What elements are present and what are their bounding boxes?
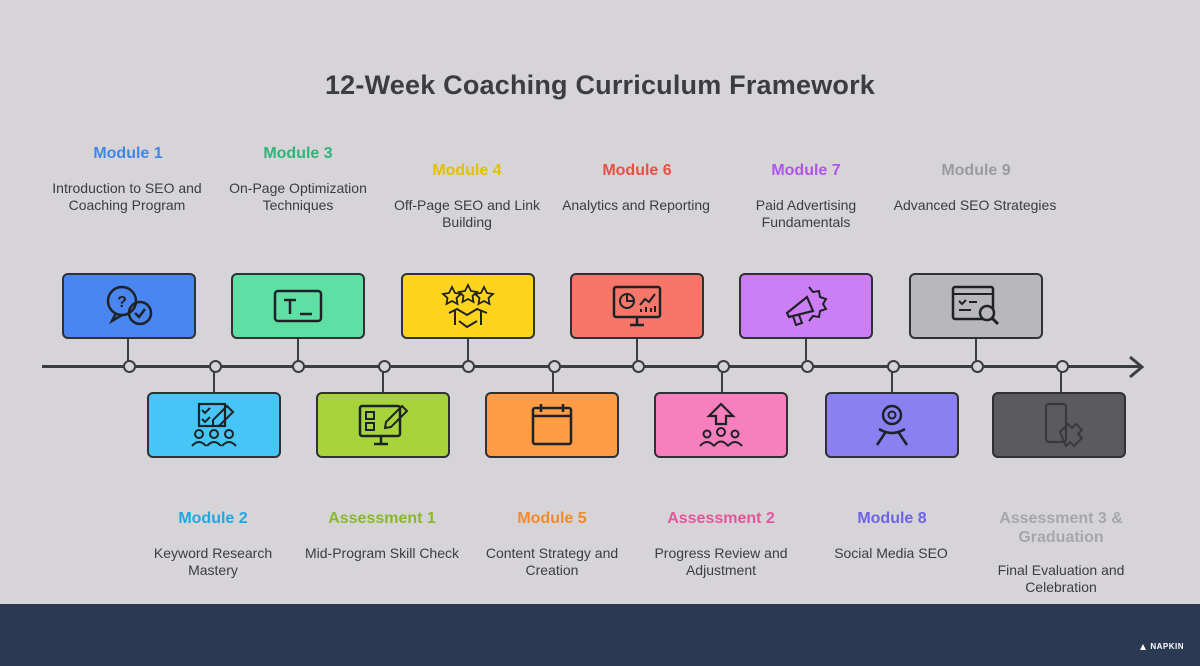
module-1-dot [123, 360, 136, 373]
module-1-stem [127, 339, 129, 362]
module-5-box[interactable] [485, 392, 619, 458]
growth-team-icon [699, 402, 743, 447]
module-4-dot [462, 360, 475, 373]
assessment-3-desc: Final Evaluation and Celebration [997, 562, 1125, 595]
module-9-title: Module 9 [941, 162, 1011, 179]
module-8-stem [891, 371, 893, 392]
brand-mark-icon [1140, 643, 1147, 650]
puzzle-device-icon [1044, 402, 1084, 448]
module-5-dot [548, 360, 561, 373]
module-3-stem [297, 339, 299, 362]
footer-bar [0, 604, 1200, 666]
team-checklist-icon [191, 402, 237, 447]
svg-text:?: ? [117, 294, 127, 311]
module-7-desc: Paid Advertising Fundamentals [755, 197, 857, 230]
module-3-desc: On-Page Optimization Techniques [229, 180, 367, 213]
megaphone-icon [785, 286, 828, 327]
assessment-3-box[interactable] [992, 392, 1126, 458]
calendar-icon [531, 404, 573, 446]
social-person-icon [875, 404, 909, 446]
module-8-dot [887, 360, 900, 373]
module-4-stem [467, 339, 469, 362]
assessment-2-title: Assessment 2 [667, 510, 775, 527]
module-6-stem [636, 339, 638, 362]
module-1-box[interactable]: ? [62, 273, 196, 339]
stars-handshake-icon [441, 283, 495, 329]
assessment-3-dot [1056, 360, 1069, 373]
assessment-1-dot [378, 360, 391, 373]
module-3-box[interactable] [231, 273, 365, 339]
module-3-title: Module 3 [263, 145, 333, 162]
module-5-stem [552, 371, 554, 392]
module-2-dot [209, 360, 222, 373]
module-4-box[interactable] [401, 273, 535, 339]
module-9-dot [971, 360, 984, 373]
module-4-title: Module 4 [432, 162, 502, 179]
web-search-icon [951, 285, 1000, 326]
brand-logo-text: NAPKIN [1150, 642, 1184, 651]
module-6-title: Module 6 [602, 162, 672, 179]
assessment-2-stem [721, 371, 723, 392]
module-6-dot [632, 360, 645, 373]
assessment-1-box[interactable] [316, 392, 450, 458]
module-5-title: Module 5 [517, 510, 587, 527]
assessment-1-stem [382, 371, 384, 392]
module-4-desc: Off-Page SEO and Link Building [393, 197, 541, 230]
brand-logo: NAPKIN [1139, 642, 1184, 651]
module-2-box[interactable] [147, 392, 281, 458]
module-7-box[interactable] [739, 273, 873, 339]
module-6-desc: Analytics and Reporting [562, 197, 710, 213]
timeline-axis [42, 365, 1140, 368]
module-8-desc: Social Media SEO [834, 545, 948, 561]
module-1-desc: Introduction to SEO and Coaching Program [52, 180, 202, 213]
module-2-title: Module 2 [178, 510, 248, 527]
module-9-stem [975, 339, 977, 362]
assessment-3-stem [1060, 371, 1062, 392]
assessment-2-box[interactable] [654, 392, 788, 458]
text-cursor-icon [273, 289, 323, 323]
module-7-stem [805, 339, 807, 362]
module-8-title: Module 8 [857, 510, 927, 527]
module-9-desc: Advanced SEO Strategies [893, 197, 1057, 213]
assessment-2-dot [717, 360, 730, 373]
module-7-dot [801, 360, 814, 373]
module-2-desc: Keyword Research Mastery [153, 545, 273, 578]
screen-edit-icon [358, 404, 409, 446]
question-chat-icon: ? [106, 285, 153, 326]
module-2-stem [213, 371, 215, 392]
module-8-box[interactable] [825, 392, 959, 458]
assessment-2-desc: Progress Review and Adjustment [654, 545, 788, 578]
module-9-box[interactable] [909, 273, 1043, 339]
assessment-1-title: Assessment 1 [328, 510, 436, 527]
module-3-dot [292, 360, 305, 373]
page-title: 12-Week Coaching Curriculum Framework [324, 70, 876, 100]
assessment-3-title: Assessment 3 & Graduation [999, 510, 1123, 546]
module-6-box[interactable] [570, 273, 704, 339]
module-1-title: Module 1 [93, 145, 163, 162]
assessment-1-desc: Mid-Program Skill Check [304, 545, 460, 561]
module-5-desc: Content Strategy and Creation [485, 545, 619, 578]
module-7-title: Module 7 [771, 162, 841, 179]
analytics-monitor-icon [612, 285, 662, 327]
